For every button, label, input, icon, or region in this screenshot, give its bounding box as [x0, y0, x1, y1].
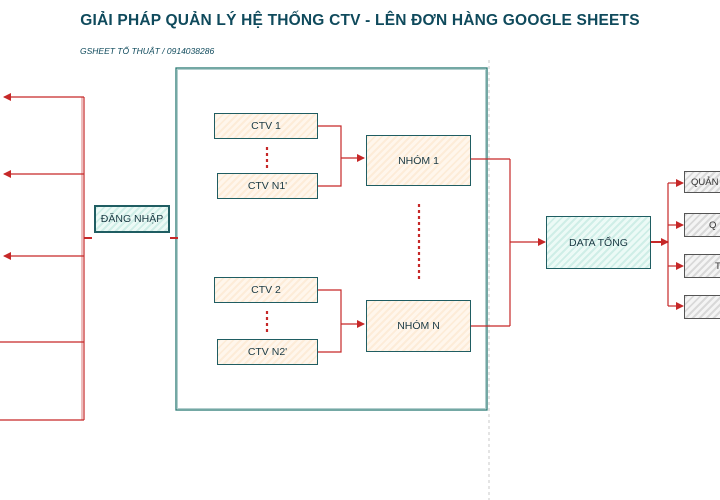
group-n-label: NHÓM N: [397, 320, 440, 332]
ctv-2-node: CTV 2: [214, 277, 318, 303]
ctv-n1-label: CTV N1': [247, 180, 288, 192]
data-total-label: DATA TỔNG: [569, 236, 628, 249]
ctv-1-node: CTV 1: [214, 113, 318, 139]
output-node-2: Q: [684, 213, 720, 237]
login-fanout-arrows: [0, 93, 178, 421]
output-node-3: T: [684, 254, 720, 278]
page-title: GIẢI PHÁP QUẢN LÝ HỆ THỐNG CTV - LÊN ĐƠN…: [80, 12, 640, 29]
output-node-4: [684, 295, 720, 319]
output-node-1: QUẢN: [684, 171, 720, 193]
ctv-to-group-arrows: [318, 125, 365, 353]
group-1-label: NHÓM 1: [398, 154, 439, 167]
ellipsis-dots: [265, 147, 421, 333]
login-node: ĐĂNG NHẬP: [94, 205, 170, 233]
output-1-label: QUẢN: [691, 176, 719, 188]
ctv-2-label: CTV 2: [251, 284, 281, 296]
login-label: ĐĂNG NHẬP: [100, 213, 164, 225]
group-to-data-arrows: [471, 158, 546, 327]
data-to-output-arrows: [651, 179, 684, 310]
data-total-node: DATA TỔNG: [546, 216, 651, 269]
ctv-n1-node: CTV N1': [217, 173, 318, 199]
group-1-node: NHÓM 1: [366, 135, 471, 186]
output-2-label: Q: [709, 219, 717, 231]
ctv-n2-node: CTV N2': [217, 339, 318, 365]
output-3-label: T: [715, 260, 720, 272]
ctv-n2-label: CTV N2': [247, 346, 288, 358]
ctv-1-label: CTV 1: [251, 120, 281, 132]
group-n-node: NHÓM N: [366, 300, 471, 352]
page-subtitle: GSHEET TỐ THUẬT / 0914038286: [80, 46, 215, 56]
